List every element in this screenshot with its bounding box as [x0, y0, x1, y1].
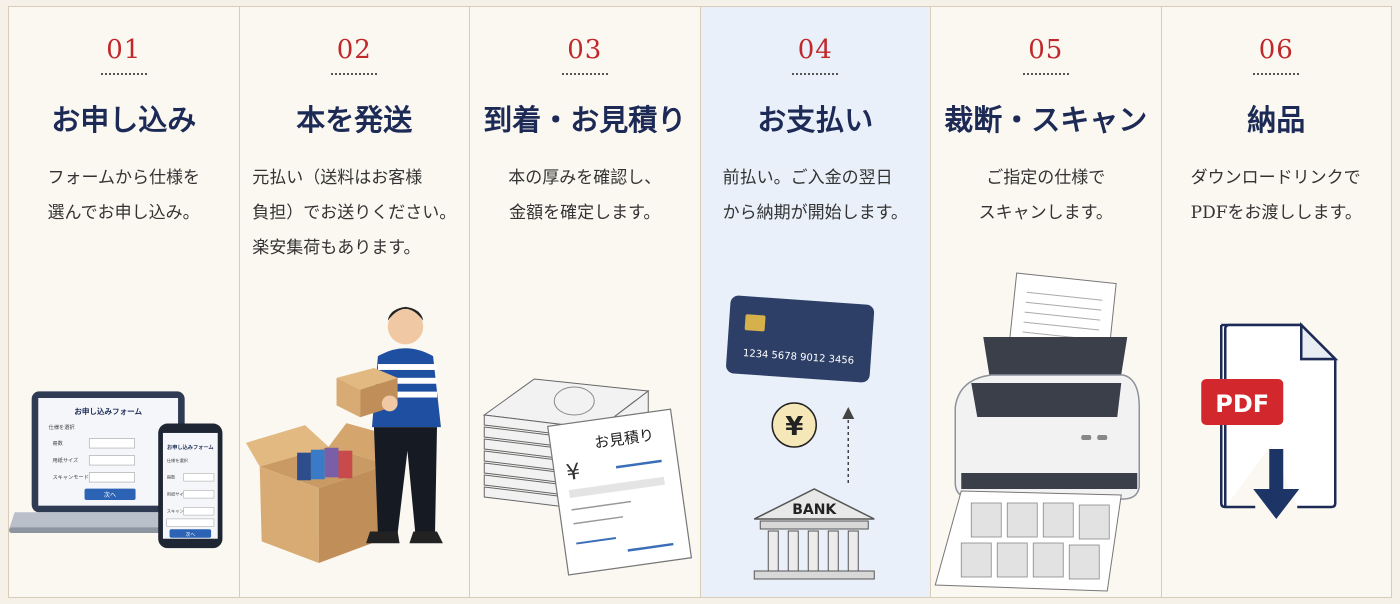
laptop-field-label: スキャンモード — [52, 474, 88, 481]
step-number: 03 — [567, 35, 603, 65]
laptop-phone-icon: お申し込みフォーム 仕様を選択 冊数 用紙サイズ スキャンモード 次へ お申し込… — [9, 391, 223, 549]
laptop-select[interactable] — [88, 455, 135, 466]
step-number: 01 — [106, 35, 142, 65]
phone-field-label: スキャンモード — [167, 508, 197, 514]
books-estimate-icon: お見積り ¥ — [482, 378, 693, 576]
scanner-illustration — [931, 267, 1161, 597]
step-2: 02 本を発送 元払い（送料はお客様 負担）でお送りください。 楽安集荷もありま… — [239, 7, 470, 597]
credit-card-icon: 1234 5678 9012 3456 — [725, 295, 874, 383]
step-number: 02 — [336, 35, 372, 65]
process-steps: 01 お申し込み フォームから仕様を 選んでお申し込み。 お申し込みフォーム 仕… — [8, 6, 1392, 598]
phone-select[interactable] — [183, 490, 215, 499]
step-title: 裁断・スキャン — [944, 103, 1148, 137]
step-title: お申し込み — [51, 103, 197, 137]
dotted-divider — [1022, 73, 1069, 75]
step-description: ご指定の仕様で スキャンします。 — [978, 168, 1113, 223]
phone-next-label: 次へ — [186, 531, 196, 538]
step-6: 06 納品 ダウンロードリンクで PDFをお渡しします。 PDF — [1161, 7, 1392, 597]
step-1: 01 お申し込み フォームから仕様を 選んでお申し込み。 お申し込みフォーム 仕… — [9, 7, 240, 597]
delivery-illustration — [240, 267, 470, 597]
step-title: 納品 — [1247, 103, 1306, 137]
payment-illustration: 1234 5678 9012 3456 ¥ BANK — [701, 267, 931, 597]
phone-select[interactable] — [166, 518, 215, 527]
phone-select[interactable] — [183, 473, 215, 482]
step-description: ダウンロードリンクで PDFをお渡しします。 — [1190, 168, 1362, 223]
step-3: 03 到着・お見積り 本の厚みを確認し、 金額を確定します。 — [470, 7, 701, 597]
dotted-divider — [792, 73, 839, 75]
step-description: 本の厚みを確認し、 金額を確定します。 — [508, 168, 662, 223]
pdf-illustration: PDF — [1162, 267, 1392, 597]
step-5: 05 裁断・スキャン ご指定の仕様で スキャンします。 — [931, 7, 1162, 597]
laptop-form-title: お申し込みフォーム — [74, 406, 142, 416]
laptop-next-label: 次へ — [104, 491, 116, 499]
dotted-divider — [331, 73, 378, 75]
laptop-field-label: 用紙サイズ — [52, 456, 78, 464]
laptop-select[interactable] — [88, 472, 135, 483]
bank-icon: BANK — [753, 488, 875, 580]
step-description: 元払い（送料はお客様 負担）でお送りください。 楽安集荷もあります。 — [252, 168, 457, 258]
pdf-download-icon: PDF — [1200, 321, 1338, 519]
step-number: 05 — [1028, 35, 1064, 65]
yen-icon: ¥ — [565, 459, 582, 486]
phone-next-button[interactable] — [169, 529, 212, 538]
dotted-divider — [1253, 73, 1300, 75]
phone-form-title: お申し込みフォーム — [167, 443, 214, 451]
yen-coin-icon: ¥ — [785, 412, 803, 442]
laptop-form-label: 仕様を選択 — [49, 423, 76, 431]
delivery-person-icon — [245, 306, 443, 564]
download-arrow-icon — [1252, 449, 1299, 519]
step-4: 04 お支払い 前払い。ご入金の翌日 から納期が開始します。 1234 5678… — [700, 7, 931, 597]
devices-illustration: お申し込みフォーム 仕様を選択 冊数 用紙サイズ スキャンモード 次へ お申し込… — [9, 267, 239, 597]
step-number: 04 — [797, 35, 833, 65]
dotted-divider — [100, 73, 147, 75]
step-number: 06 — [1258, 35, 1294, 65]
step-title: 本を発送 — [296, 103, 413, 137]
step-description: 前払い。ご入金の翌日 から納期が開始します。 — [722, 168, 908, 223]
scanner-icon — [934, 272, 1140, 592]
pdf-label: PDF — [1215, 390, 1269, 418]
phone-field-label: 用紙サイズ — [167, 490, 189, 497]
laptop-field-label: 冊数 — [52, 439, 63, 447]
laptop-select[interactable] — [88, 438, 135, 449]
phone-field-label: 冊数 — [167, 473, 176, 480]
phone-select[interactable] — [183, 507, 215, 516]
estimate-illustration: お見積り ¥ — [470, 267, 700, 597]
laptop-next-button[interactable] — [84, 488, 136, 500]
phone-form-label: 仕様を選択 — [167, 457, 189, 464]
step-description: フォームから仕様を 選んでお申し込み。 — [47, 168, 201, 223]
bank-label: BANK — [792, 502, 837, 518]
step-title: 到着・お見積り — [483, 103, 687, 137]
step-title: お支払い — [757, 103, 874, 137]
dotted-divider — [561, 73, 608, 75]
card-bank-icon: 1234 5678 9012 3456 ¥ BANK — [725, 295, 875, 580]
